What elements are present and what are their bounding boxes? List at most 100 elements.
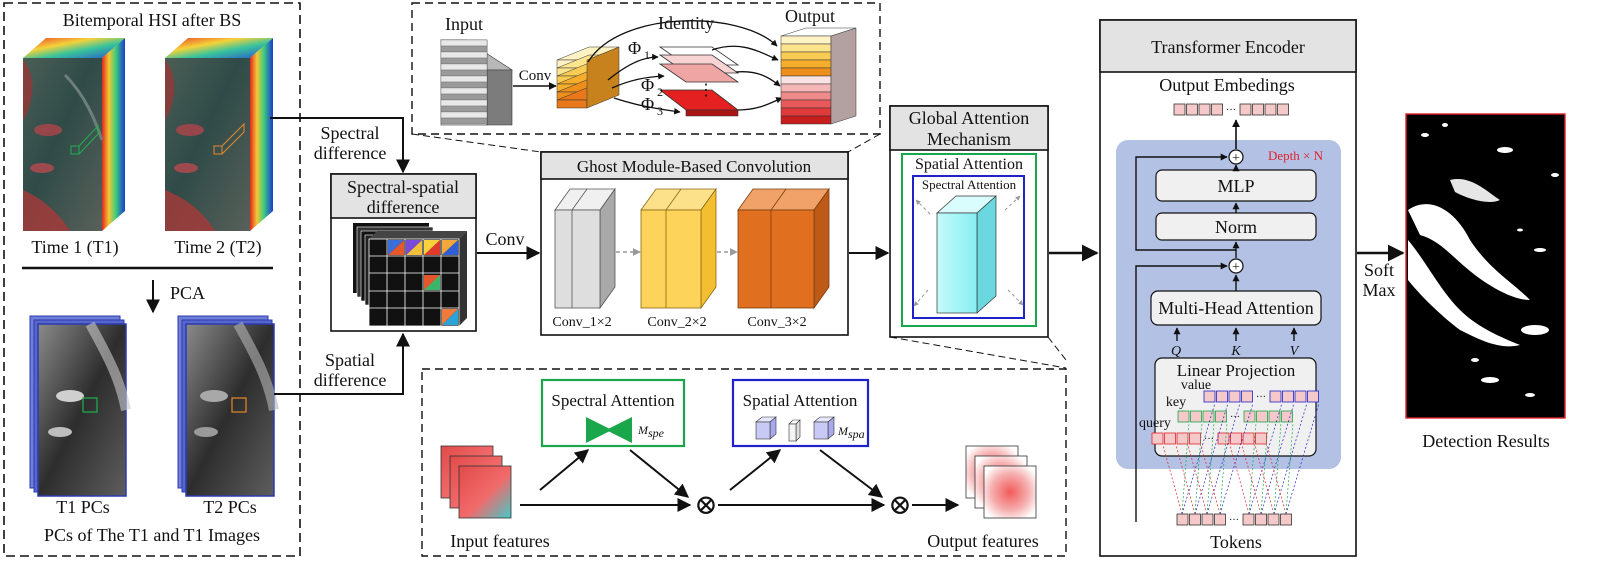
query-token (1151, 432, 1164, 445)
otimes-2: ⊗ (888, 490, 911, 521)
detail-spectral-attention: Spectral Attention (551, 391, 675, 410)
phi1-sub: 1 (644, 48, 650, 62)
oplus-top: + (1232, 151, 1240, 166)
projection-line (1206, 422, 1215, 515)
input-stripe (440, 87, 488, 95)
ssd-grid-stack (353, 223, 467, 327)
key-token (1190, 410, 1202, 423)
difference-arrows: Spectral difference Spatial difference (270, 117, 410, 395)
detection-result (1405, 113, 1566, 419)
ssd-title-1: Spectral-spatial (347, 177, 459, 197)
input-stripe (440, 75, 488, 83)
mlp-label: MLP (1217, 176, 1254, 196)
ghost-phi-maps: ⋮ (658, 46, 740, 117)
projection-line (1219, 402, 1254, 515)
hsi-cube-t1 (23, 38, 125, 231)
input-stripe (440, 45, 488, 53)
conv3-label: Conv_3×2 (747, 315, 806, 330)
key-token (1243, 410, 1256, 423)
out-layer (780, 99, 832, 109)
transformer-block: Transformer Encoder Output Embedings ···… (1099, 19, 1357, 557)
token-projection-lines (1162, 402, 1320, 515)
t2-pcs-label: T2 PCs (203, 497, 257, 517)
input-stripe (440, 63, 488, 71)
conv1-label: Conv_1×2 (552, 315, 611, 330)
out-layer (780, 83, 832, 93)
output-embeddings-label: Output Embedings (1159, 75, 1295, 95)
mha-label: Multi-Head Attention (1158, 298, 1313, 318)
qkv-token-rows: ········· (1151, 390, 1319, 445)
left-panel-caption: PCs of The T1 and T1 Images (44, 525, 260, 545)
transformer-title: Transformer Encoder (1151, 37, 1305, 57)
input-token (1255, 513, 1267, 526)
value-token (1307, 390, 1319, 403)
input-features (440, 445, 512, 519)
output-token (1277, 103, 1289, 116)
ghost-input-label: Input (445, 14, 483, 34)
out-layer (780, 115, 832, 125)
m-spe-sub: spe (648, 426, 665, 440)
projection-line (1285, 422, 1294, 515)
v-label: V (1290, 344, 1300, 359)
m-spa-label: M (837, 424, 849, 438)
spectral-difference-label-2: difference (314, 143, 387, 163)
max-label: Max (1363, 280, 1396, 300)
input-stripe (440, 39, 488, 47)
token-ellipsis: ··· (1256, 392, 1266, 403)
ghost-identity-label: Identity (658, 13, 714, 33)
output-features-label: Output features (927, 531, 1038, 551)
ssd-title-2: difference (367, 197, 440, 217)
attention-detail-panel: Input features Spectral Attention M spe … (421, 368, 1067, 557)
output-token (1252, 103, 1264, 116)
pc-stack-t1 (29, 315, 131, 497)
out-layer (780, 75, 832, 85)
detail-spatial-attention: Spatial Attention (743, 391, 858, 410)
phi2-label: Φ (641, 75, 654, 95)
projection-line (1273, 402, 1308, 515)
value-token (1228, 390, 1241, 403)
pca-label: PCA (170, 283, 205, 303)
projection-line (1219, 422, 1228, 515)
output-token (1264, 103, 1277, 116)
ghost-output-label: Output (785, 6, 835, 26)
gam-title-1: Global Attention (909, 108, 1030, 128)
projection-line (1285, 402, 1320, 515)
token-ellipsis: ··· (1204, 434, 1214, 445)
value-token (1216, 390, 1228, 403)
input-stripe (440, 57, 488, 65)
query-token (1189, 432, 1201, 445)
linear-projection-label: Linear Projection (1177, 361, 1296, 380)
value-token (1241, 390, 1253, 403)
input-stripe (440, 81, 488, 89)
gam-spectral-attention: Spectral Attention (922, 177, 1017, 192)
out-layer (780, 51, 832, 61)
projection-line (1260, 422, 1269, 515)
norm-label: Norm (1215, 217, 1257, 237)
k-label: K (1230, 344, 1241, 359)
otimes-1: ⊗ (694, 490, 717, 521)
projection-line (1194, 402, 1229, 515)
key-token (1281, 410, 1293, 423)
gam-cube (936, 195, 997, 314)
ssd-block: Spectral-spatial difference (330, 173, 477, 332)
ghost-output-stack (780, 27, 857, 125)
t1-pcs-label: T1 PCs (56, 497, 110, 517)
input-token (1280, 513, 1292, 526)
mid-layer (556, 99, 588, 109)
query-token (1176, 432, 1189, 445)
key-token (1215, 410, 1227, 423)
conv2-block (640, 187, 717, 310)
small-cubes-icon (755, 416, 835, 442)
projection-line (1181, 402, 1216, 515)
ghost-module-title: Ghost Module-Based Convolution (577, 157, 812, 176)
conv2-label: Conv_2×2 (647, 315, 706, 330)
pc-stack-t2 (177, 315, 279, 497)
input-token (1242, 513, 1255, 526)
input-stripe (440, 99, 488, 107)
output-token (1186, 103, 1198, 116)
output-token-row: ··· (1173, 103, 1289, 116)
query-label: query (1139, 416, 1171, 431)
phi2-sub: 2 (657, 85, 663, 99)
out-layer (780, 43, 832, 53)
